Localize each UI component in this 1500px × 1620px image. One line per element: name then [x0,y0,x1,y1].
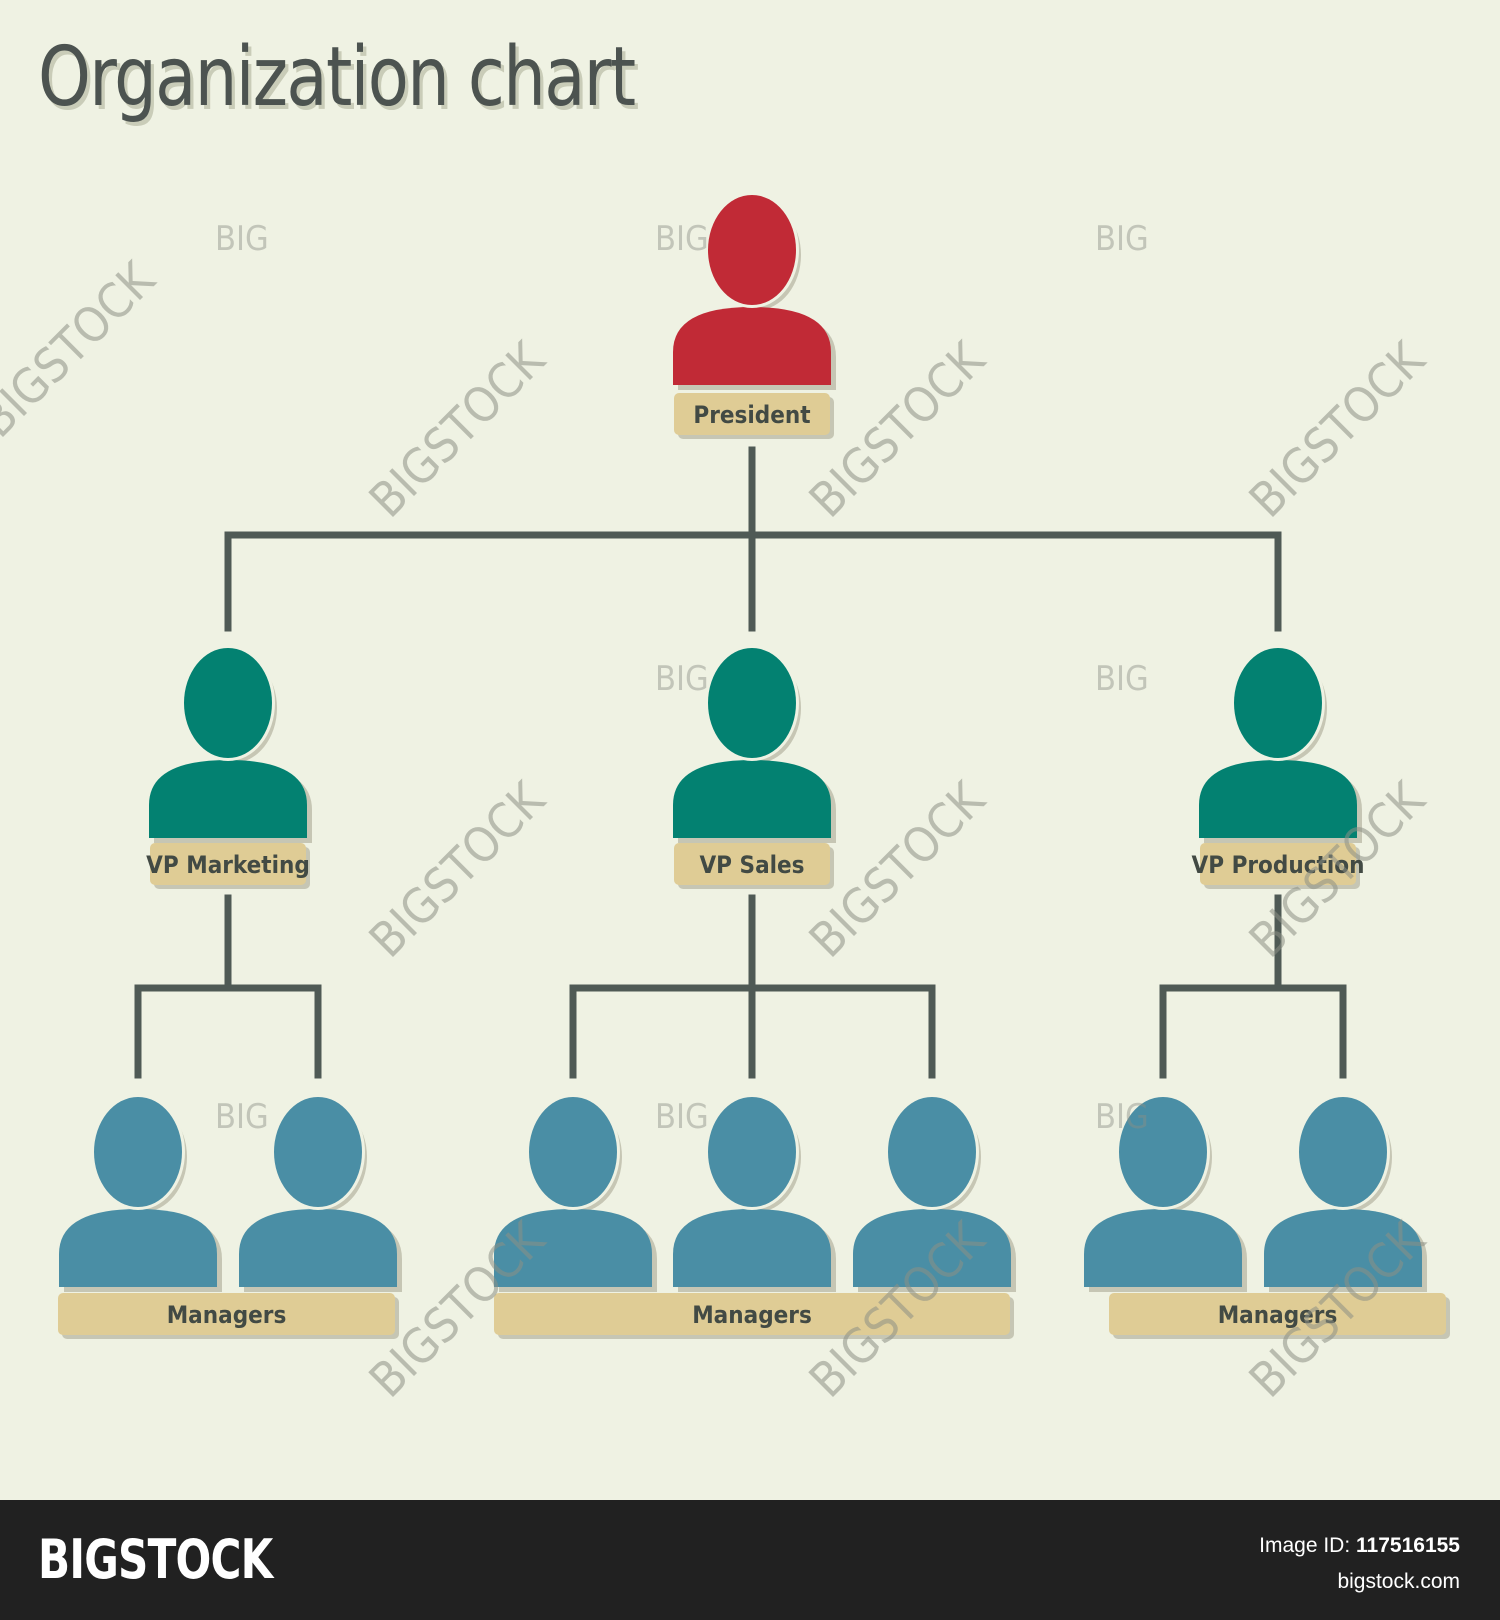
person-head [708,195,796,305]
managers-label: Managers [58,1293,399,1339]
image-id-label: Image ID: [1259,1534,1351,1557]
page-title: Organization chart [38,30,636,125]
person-body [1199,760,1357,838]
label-box [674,843,830,885]
label-text: Managers [1218,1301,1338,1329]
watermark-short: BIG [655,659,709,699]
person-head [888,1097,976,1207]
label-text: President [693,401,810,429]
vp-person-icon [149,645,312,843]
watermark-long: BIGSTOCK [359,331,557,529]
person-head [708,1097,796,1207]
image-id-text: Image ID: 117516155 [1259,1534,1460,1558]
person-body [673,307,831,385]
managers-label: Managers [1109,1293,1450,1339]
label-text: Managers [167,1301,287,1329]
manager-person-icon [494,1094,657,1292]
person-head [94,1097,182,1207]
manager-person-icon [59,1094,222,1292]
vp-label: VP Production [1192,843,1365,889]
person-body [1264,1209,1422,1287]
label-text: VP Sales [699,851,804,879]
watermark-short: BIG [655,219,709,259]
watermark-short: BIG [1095,659,1149,699]
watermark-long: BIGSTOCK [0,251,167,449]
person-body [239,1209,397,1287]
person-body [673,1209,831,1287]
label-text: VP Production [1192,851,1365,879]
person-body [673,760,831,838]
person-body [59,1209,217,1287]
managers-label: Managers [494,1293,1014,1339]
footer-bar: BIGSTOCK Image ID: 117516155 bigstock.co… [0,1500,1500,1620]
manager-person-icon [673,1094,836,1292]
manager-person-icon [1084,1094,1247,1292]
person-body [149,760,307,838]
image-id-value: 117516155 [1356,1534,1460,1557]
person-head [529,1097,617,1207]
label-box [1109,1293,1446,1335]
brand-logo[interactable]: BIGSTOCK [38,1528,273,1591]
president-label: President [674,393,834,439]
person-body [853,1209,1011,1287]
org-chart: President VP Marketing VP Sales VP Producti… [0,192,1450,1409]
label-text: Managers [692,1301,812,1329]
manager-person-icon [239,1094,402,1292]
watermark-short: BIG [215,219,269,259]
manager-person-icon [1264,1094,1427,1292]
person-head [708,648,796,758]
person-head [1299,1097,1387,1207]
connector-manager-bus [134,984,322,1079]
site-link[interactable]: bigstock.com [1337,1570,1460,1593]
watermark-long: BIGSTOCK [1239,331,1437,529]
watermark-long: BIGSTOCK [359,771,557,969]
president-person-icon [673,192,836,390]
person-body [494,1209,652,1287]
vp-person-icon [1199,645,1362,843]
connector-vp-bus [224,531,1282,632]
watermark-short: BIG [1095,219,1149,259]
vp-person-icon [673,645,836,843]
person-head [1119,1097,1207,1207]
label-text: VP Marketing [146,851,310,879]
person-head [274,1097,362,1207]
label-box [674,393,830,435]
person-head [1234,648,1322,758]
connector-manager-bus [1159,984,1347,1079]
label-box [1200,843,1356,885]
person-body [1084,1209,1242,1287]
connector-lines [134,446,1347,1079]
watermark-short: BIG [1095,1097,1149,1137]
label-box [58,1293,395,1335]
watermark-short: BIG [655,1097,709,1137]
watermark-short: BIG [215,1097,269,1137]
manager-person-icon [853,1094,1016,1292]
vp-label: VP Sales [674,843,834,889]
label-box [150,843,306,885]
person-head [184,648,272,758]
label-box [494,1293,1010,1335]
vp-label: VP Marketing [146,843,310,889]
